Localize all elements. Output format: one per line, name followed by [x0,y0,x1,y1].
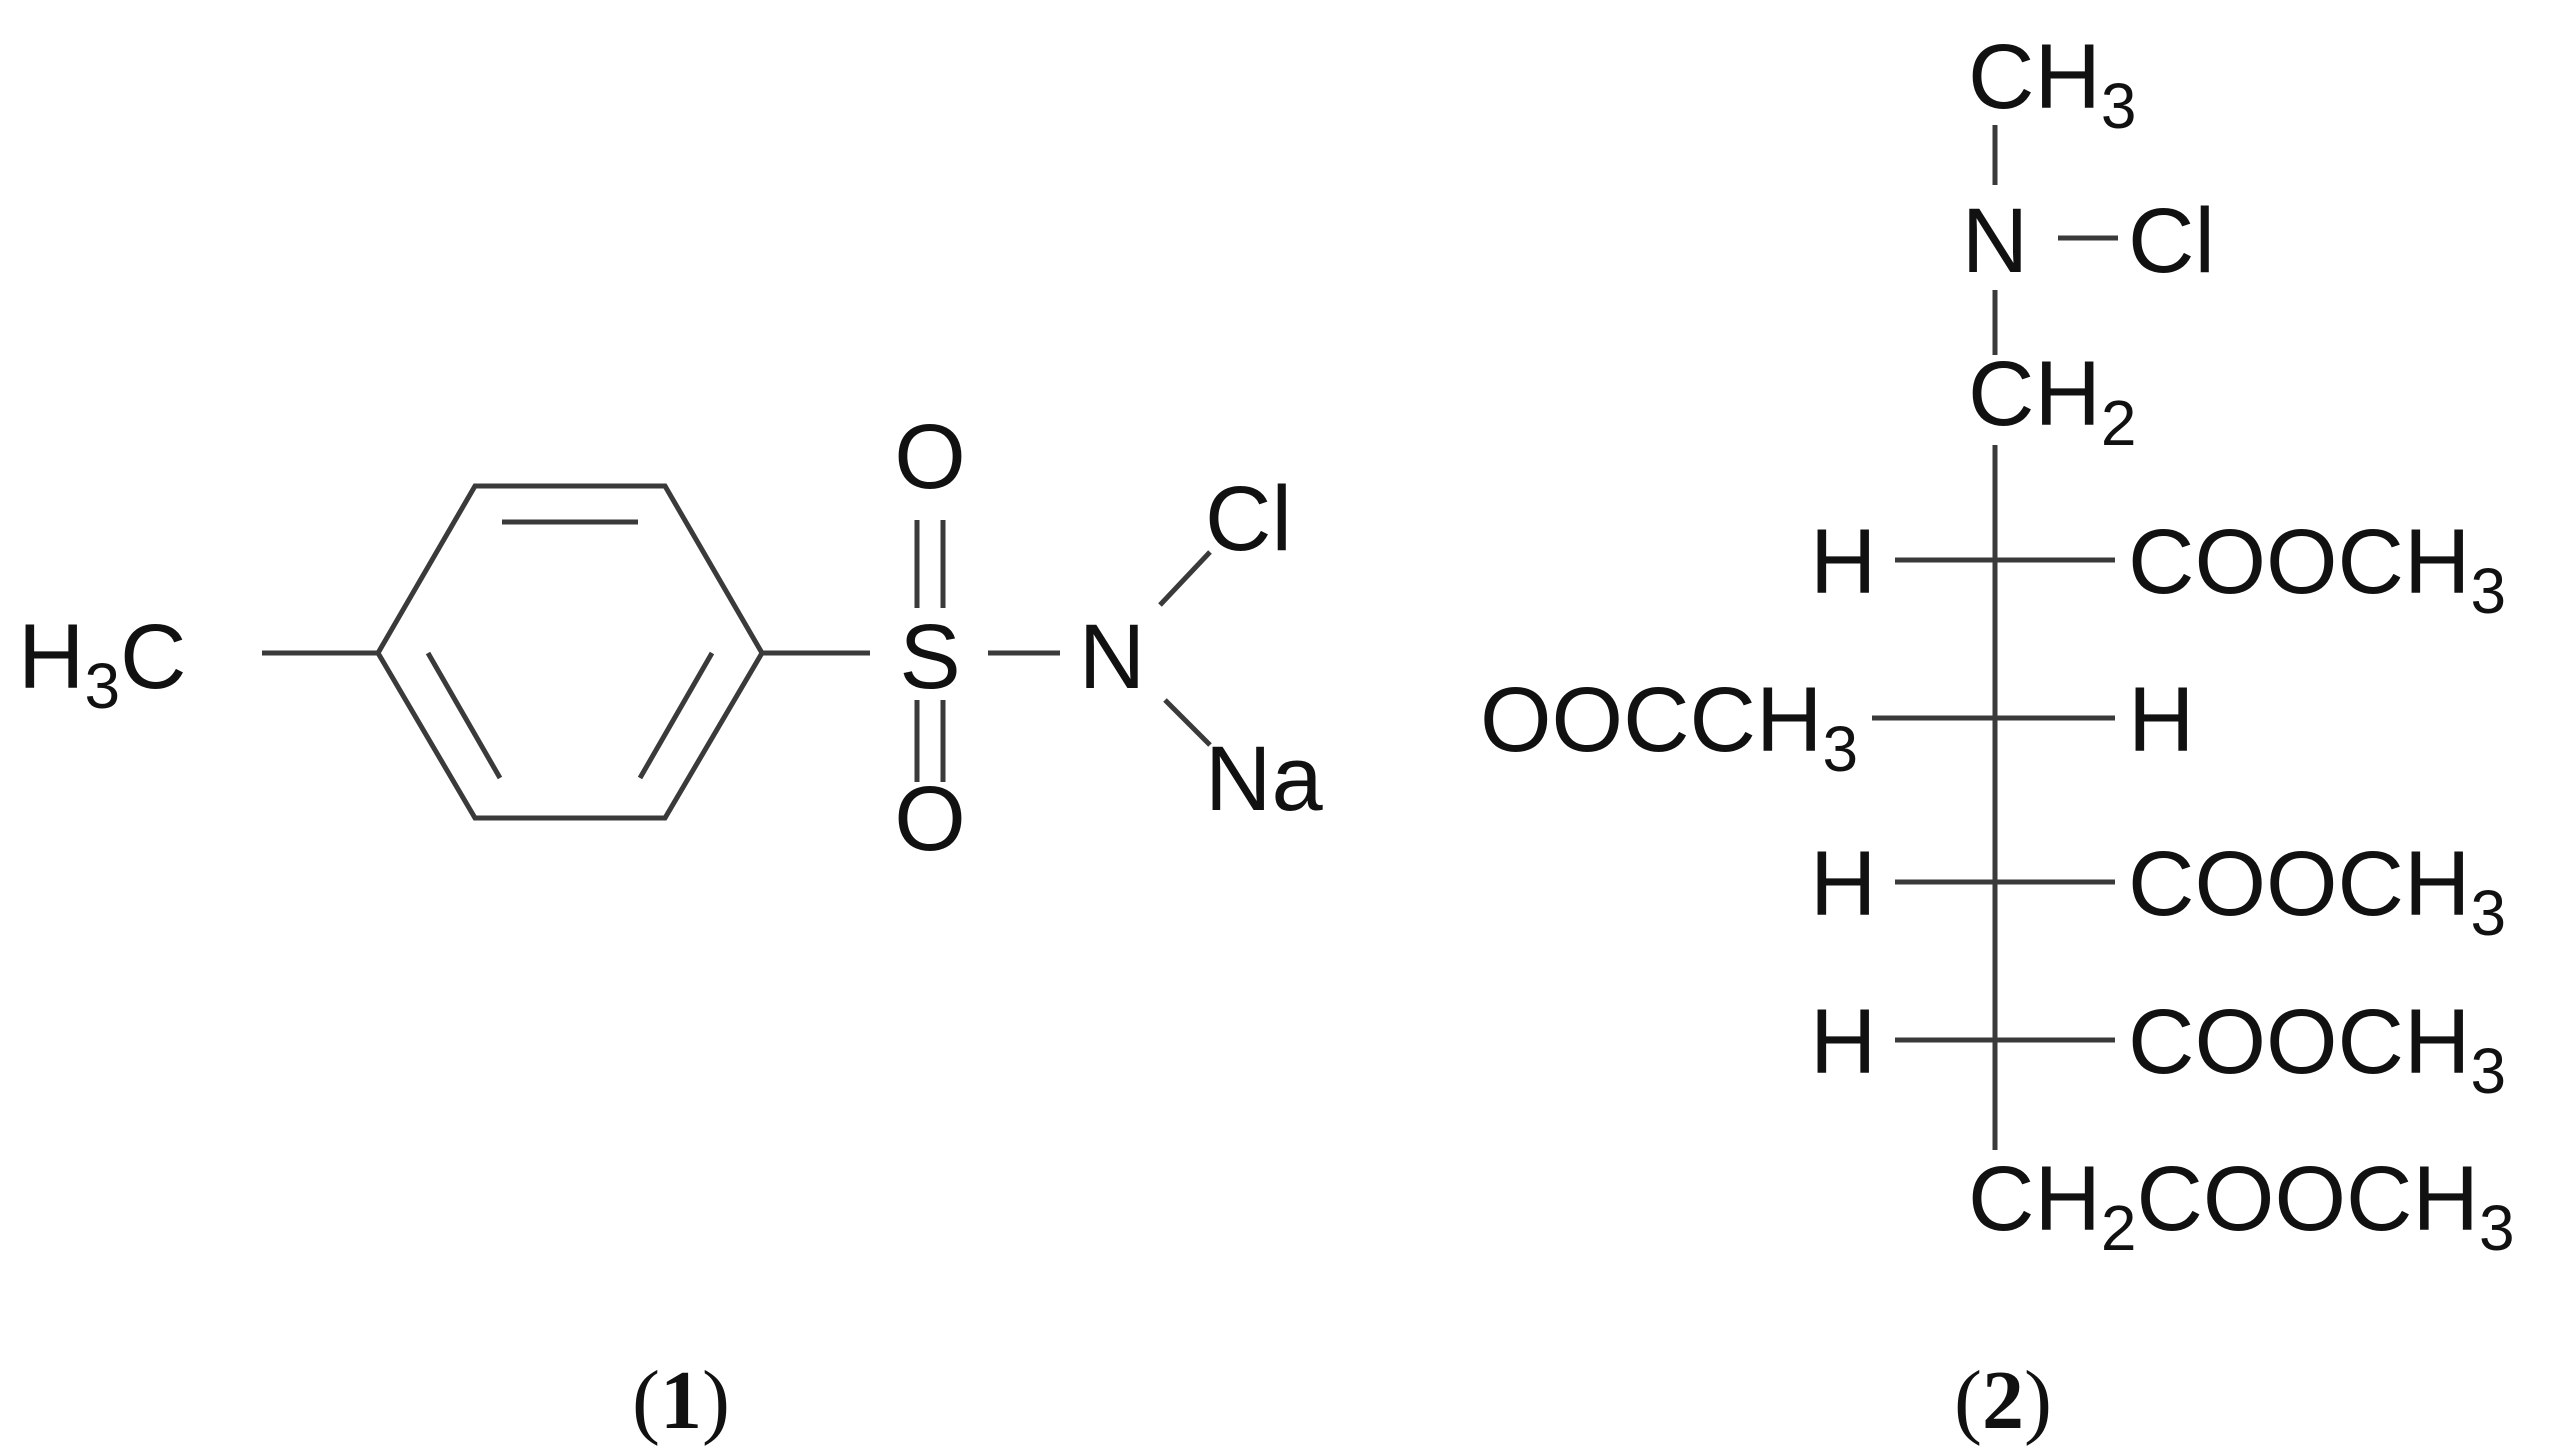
structure-1: H3C S O O N Cl Na (1) [18,406,1323,1447]
methyl-top-label: CH3 [1968,26,2136,142]
row-2-ester: OOCCH3 [1480,669,1858,785]
chlorine-atom: Cl [1205,468,1292,570]
nitrogen-atom-2: N [1962,190,2028,292]
bond-nitrogen-chlorine [1158,550,1212,607]
methylene-label: CH2 [1968,343,2136,459]
bond-nitrogen-sodium [1163,698,1212,747]
sulfur-atom: S [899,606,960,708]
benzene-ring [375,483,765,821]
structure-2-caption: (2) [1954,1354,2052,1447]
chlorine-atom-2: Cl [2128,190,2215,292]
row-4-ester: COOCH3 [2128,991,2506,1107]
structure-2: CH3 N Cl CH2 H COOCH3 OOCCH3 H H COOCH3 … [1480,26,2515,1447]
methyl-group-label: H3C [18,606,187,722]
row-4-hydrogen: H [1810,991,1876,1093]
row-2-hydrogen: H [2128,669,2194,771]
structure-1-caption: (1) [632,1354,730,1447]
row-3-hydrogen: H [1810,833,1876,935]
sodium-atom: Na [1205,728,1323,830]
nitrogen-atom: N [1079,606,1145,708]
terminal-group-label: CH2COOCH3 [1968,1148,2515,1264]
ring-double-bond-left [425,651,503,780]
row-3-ester: COOCH3 [2128,833,2506,949]
oxygen-top-atom: O [894,406,966,508]
ring-double-bond-right [637,651,715,780]
oxygen-bottom-atom: O [894,768,966,870]
row-1-ester: COOCH3 [2128,511,2506,627]
row-1-hydrogen: H [1810,511,1876,613]
